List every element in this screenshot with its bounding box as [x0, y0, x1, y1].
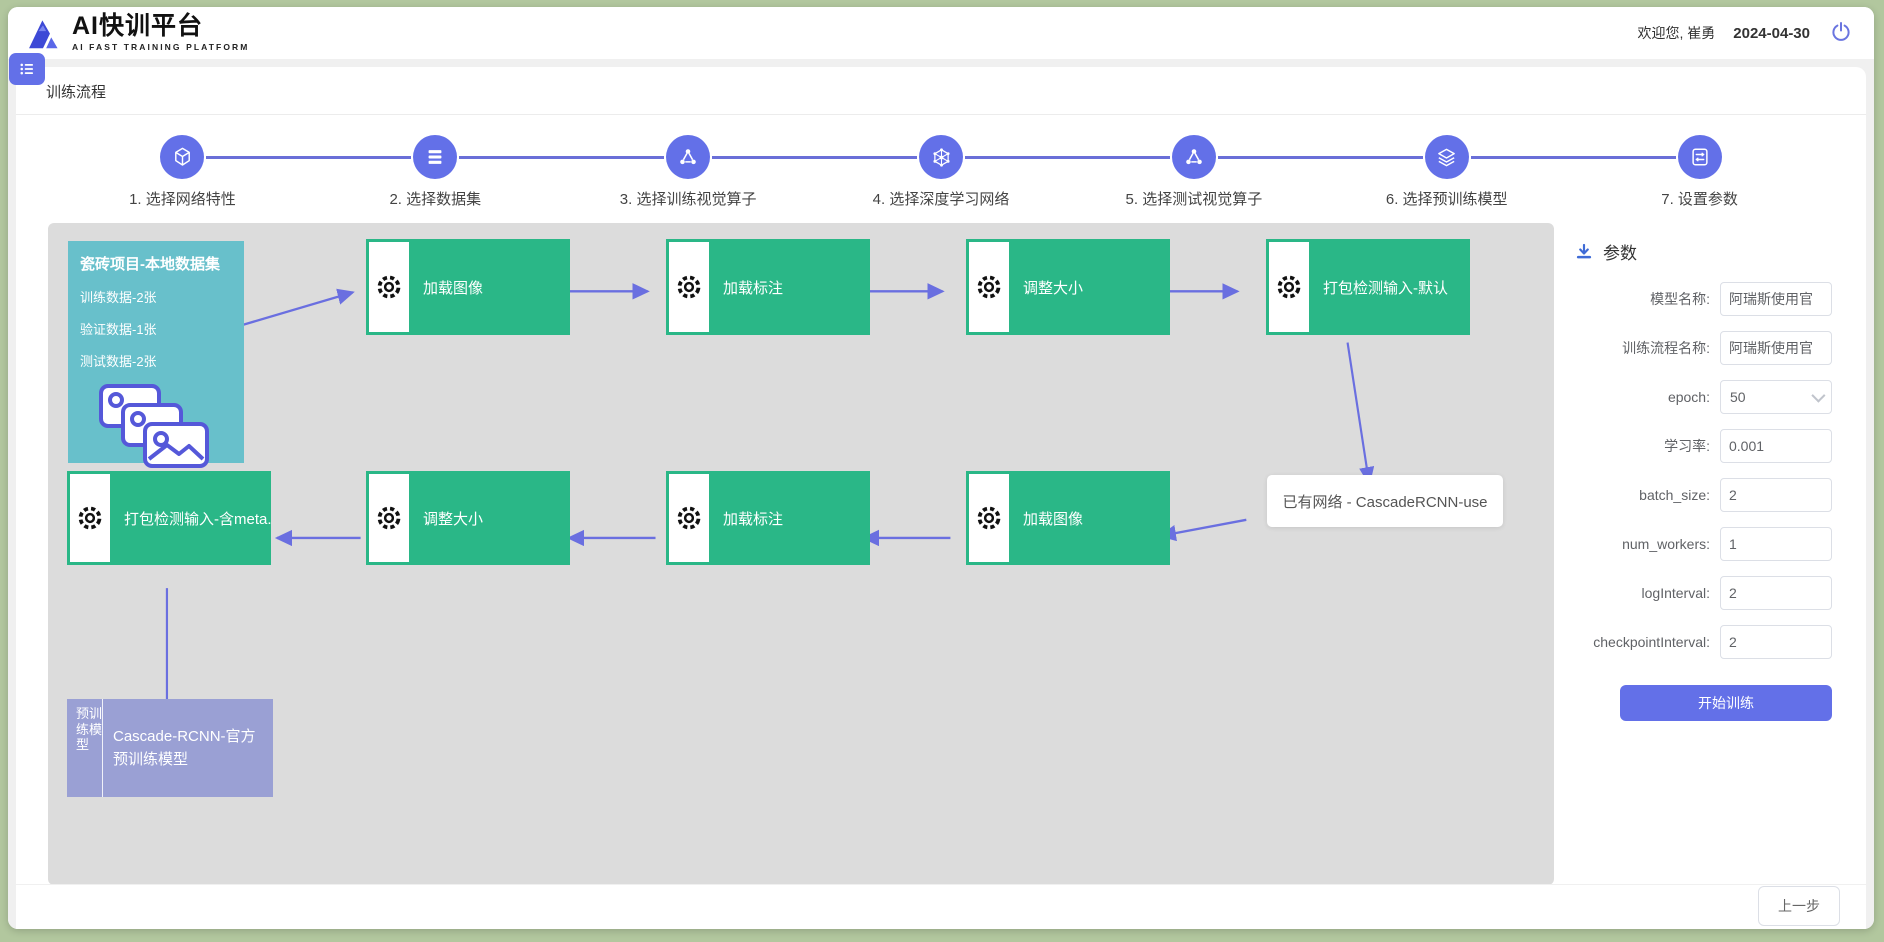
pretrain-side-label: 预训练模型: [67, 699, 103, 797]
test-count: 测试数据-2张: [80, 354, 157, 369]
field-batch-size: batch_size:: [1560, 478, 1832, 512]
previous-step-button[interactable]: 上一步: [1758, 886, 1840, 926]
logo-subtitle: AI FAST TRAINING PLATFORM: [72, 42, 250, 52]
params-title: 参数: [1603, 244, 1637, 263]
app-header: AI快训平台 AI FAST TRAINING PLATFORM 欢迎您, 崔勇…: [8, 7, 1874, 59]
num-workers-input[interactable]: [1720, 527, 1832, 561]
page-title: 训练流程: [16, 67, 1866, 115]
step-6-pretrained-model[interactable]: 6. 选择预训练模型: [1320, 135, 1574, 209]
flow-name-input[interactable]: [1720, 331, 1832, 365]
gear-icon: [977, 275, 1001, 299]
gear-icon: [78, 506, 102, 530]
cube-icon: [174, 147, 190, 166]
power-icon: [1832, 22, 1850, 41]
share-nodes-icon: [1186, 149, 1202, 165]
step-4-deep-network[interactable]: 4. 选择深度学习网络: [814, 135, 1068, 209]
op-node-load-annotation-2[interactable]: 加载标注: [666, 471, 870, 565]
field-checkpoint-interval: checkpointInterval:: [1560, 625, 1832, 659]
logo-title: AI快训平台: [72, 12, 204, 40]
op-node-pack-meta[interactable]: 打包检测输入-含meta...: [67, 471, 271, 565]
network-node[interactable]: 已有网络 - CascadeRCNN-use: [1267, 475, 1503, 527]
header-date: 2024-04-30: [1733, 24, 1810, 42]
gear-icon: [377, 506, 401, 530]
pretrain-model-node[interactable]: 预训练模型 Cascade-RCNN-官方预训练模型: [67, 699, 273, 797]
op-node-resize-2[interactable]: 调整大小: [366, 471, 570, 565]
learning-rate-input[interactable]: [1720, 429, 1832, 463]
field-log-interval: logInterval:: [1560, 576, 1832, 610]
op-node-resize[interactable]: 调整大小: [966, 239, 1170, 335]
op-node-load-annotation[interactable]: 加载标注: [666, 239, 870, 335]
gear-icon: [1277, 275, 1301, 299]
field-epoch: epoch: 50: [1560, 380, 1832, 414]
footer-divider: [16, 884, 1866, 885]
field-num-workers: num_workers:: [1560, 527, 1832, 561]
app-window: AI快训平台 AI FAST TRAINING PLATFORM 欢迎您, 崔勇…: [8, 7, 1874, 929]
log-interval-input[interactable]: [1720, 576, 1832, 610]
sliders-icon: [1691, 148, 1708, 166]
gear-icon: [977, 506, 1001, 530]
share-nodes-icon: [680, 149, 696, 165]
chevron-down-icon: [1811, 388, 1826, 403]
photos-stack-icon: [99, 384, 209, 468]
field-learning-rate: 学习率:: [1560, 429, 1832, 463]
dataset-rows-icon: [428, 150, 442, 164]
welcome-text: 欢迎您, 崔勇: [1637, 25, 1716, 41]
val-count: 验证数据-1张: [80, 322, 157, 337]
train-count: 训练数据-2张: [80, 290, 157, 305]
download-icon: [1576, 243, 1592, 258]
step-2-dataset[interactable]: 2. 选择数据集: [308, 135, 562, 209]
menu-list-icon: [20, 63, 33, 75]
params-panel: 参数 模型名称: 训练流程名称: epoch: 50: [1554, 223, 1850, 885]
op-node-load-image[interactable]: 加载图像: [366, 239, 570, 335]
field-flow-name: 训练流程名称:: [1560, 331, 1832, 365]
batch-size-input[interactable]: [1720, 478, 1832, 512]
sidebar-toggle-button[interactable]: [9, 53, 45, 85]
workflow-stepper: 1. 选择网络特性 2. 选择数据集: [16, 115, 1866, 213]
logout-power-button[interactable]: [1828, 20, 1854, 46]
step-1-network-feature[interactable]: 1. 选择网络特性: [56, 135, 309, 209]
neural-web-icon: [932, 147, 950, 167]
workflow-card: 训练流程 1. 选择网络特性: [16, 67, 1866, 929]
checkpoint-interval-input[interactable]: [1720, 625, 1832, 659]
main-content: 训练流程 1. 选择网络特性: [8, 53, 1874, 929]
layers-icon: [1438, 148, 1456, 166]
op-node-load-image-2[interactable]: 加载图像: [966, 471, 1170, 565]
step-5-test-operator[interactable]: 5. 选择测试视觉算子: [1067, 135, 1321, 209]
step-3-train-operator[interactable]: 3. 选择训练视觉算子: [561, 135, 815, 209]
dataset-node[interactable]: 瓷砖项目-本地数据集 训练数据-2张 验证数据-1张 测试数据-2张: [68, 241, 244, 468]
model-name-input[interactable]: [1720, 282, 1832, 316]
step-7-set-params[interactable]: 7. 设置参数: [1573, 135, 1826, 209]
flow-canvas[interactable]: 瓷砖项目-本地数据集 训练数据-2张 验证数据-1张 测试数据-2张: [48, 223, 1554, 885]
pretrain-label: Cascade-RCNN-官方预训练模型: [113, 727, 256, 768]
logo-triangle-icon: [29, 20, 58, 49]
app-logo: AI快训平台 AI FAST TRAINING PLATFORM: [22, 14, 249, 52]
gear-icon: [677, 275, 701, 299]
start-training-button[interactable]: 开始训练: [1620, 685, 1832, 721]
gear-icon: [377, 275, 401, 299]
gear-icon: [677, 506, 701, 530]
op-node-pack-default[interactable]: 打包检测输入-默认: [1266, 239, 1470, 335]
field-model-name: 模型名称:: [1560, 282, 1832, 316]
epoch-select[interactable]: 50: [1720, 380, 1832, 414]
